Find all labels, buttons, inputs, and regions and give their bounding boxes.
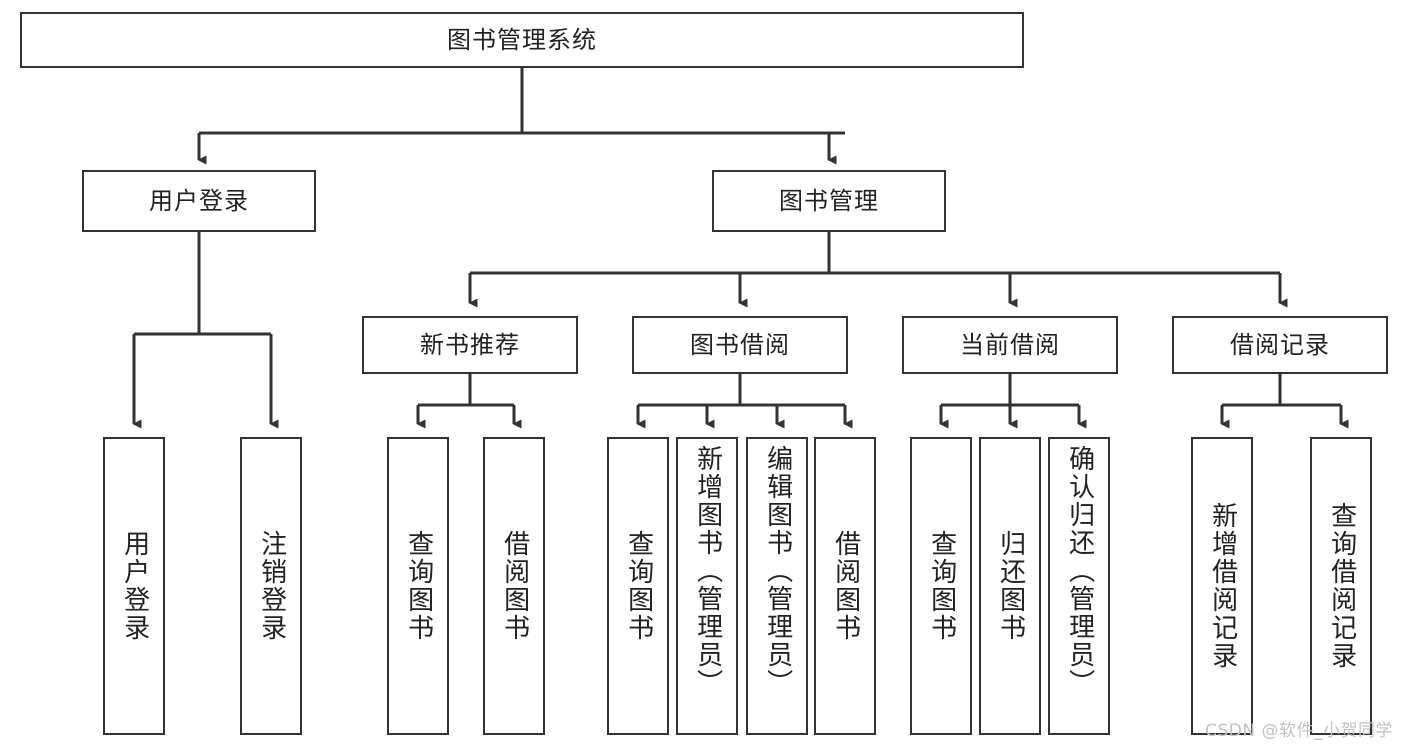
node-leaf-return-book[interactable]: 归还图书 (979, 437, 1041, 735)
node-system-root[interactable]: 图书管理系统 (20, 12, 1024, 68)
node-label: 用户登录 (119, 530, 150, 642)
node-book-management[interactable]: 图书管理 (712, 170, 946, 232)
node-leaf-logout-login[interactable]: 注销登录 (240, 437, 302, 735)
watermark-text: CSDN @软件_小贺同学 (1205, 721, 1393, 741)
node-label: 图书管理 (779, 186, 879, 215)
node-label: 借阅记录 (1230, 330, 1330, 359)
node-label: 确认归还（管理员） (1064, 445, 1095, 697)
node-label: 查询图书 (926, 530, 957, 642)
node-label: 编辑图书（管理员） (762, 445, 793, 697)
node-label: 图书借阅 (690, 330, 790, 359)
node-leaf-edit-book[interactable]: 编辑图书（管理员） (746, 437, 808, 735)
node-leaf-borrow-book-1[interactable]: 借阅图书 (483, 437, 545, 735)
node-label: 新增图书（管理员） (692, 445, 723, 697)
node-new-book-recommend[interactable]: 新书推荐 (362, 316, 578, 374)
node-label: 借阅图书 (499, 530, 530, 642)
node-label: 图书管理系统 (447, 25, 597, 54)
node-leaf-user-login[interactable]: 用户登录 (103, 437, 165, 735)
node-label: 新增借阅记录 (1207, 502, 1238, 670)
node-leaf-query-book-2[interactable]: 查询图书 (607, 437, 669, 735)
node-user-login[interactable]: 用户登录 (82, 170, 316, 232)
node-current-borrow[interactable]: 当前借阅 (902, 316, 1118, 374)
node-label: 查询图书 (403, 530, 434, 642)
node-label: 当前借阅 (960, 330, 1060, 359)
node-borrow-record[interactable]: 借阅记录 (1172, 316, 1388, 374)
node-label: 借阅图书 (830, 530, 861, 642)
node-leaf-add-record[interactable]: 新增借阅记录 (1191, 437, 1253, 735)
node-label: 用户登录 (149, 186, 249, 215)
node-label: 查询借阅记录 (1326, 502, 1357, 670)
node-label: 归还图书 (995, 530, 1026, 642)
node-leaf-query-book-1[interactable]: 查询图书 (387, 437, 449, 735)
node-leaf-add-book[interactable]: 新增图书（管理员） (676, 437, 738, 735)
node-label: 查询图书 (623, 530, 654, 642)
node-leaf-query-record[interactable]: 查询借阅记录 (1310, 437, 1372, 735)
node-leaf-borrow-book-2[interactable]: 借阅图书 (814, 437, 876, 735)
node-label: 注销登录 (256, 530, 287, 642)
node-leaf-confirm-return[interactable]: 确认归还（管理员） (1048, 437, 1110, 735)
node-book-borrow[interactable]: 图书借阅 (632, 316, 848, 374)
node-leaf-query-book-3[interactable]: 查询图书 (910, 437, 972, 735)
node-label: 新书推荐 (420, 330, 520, 359)
